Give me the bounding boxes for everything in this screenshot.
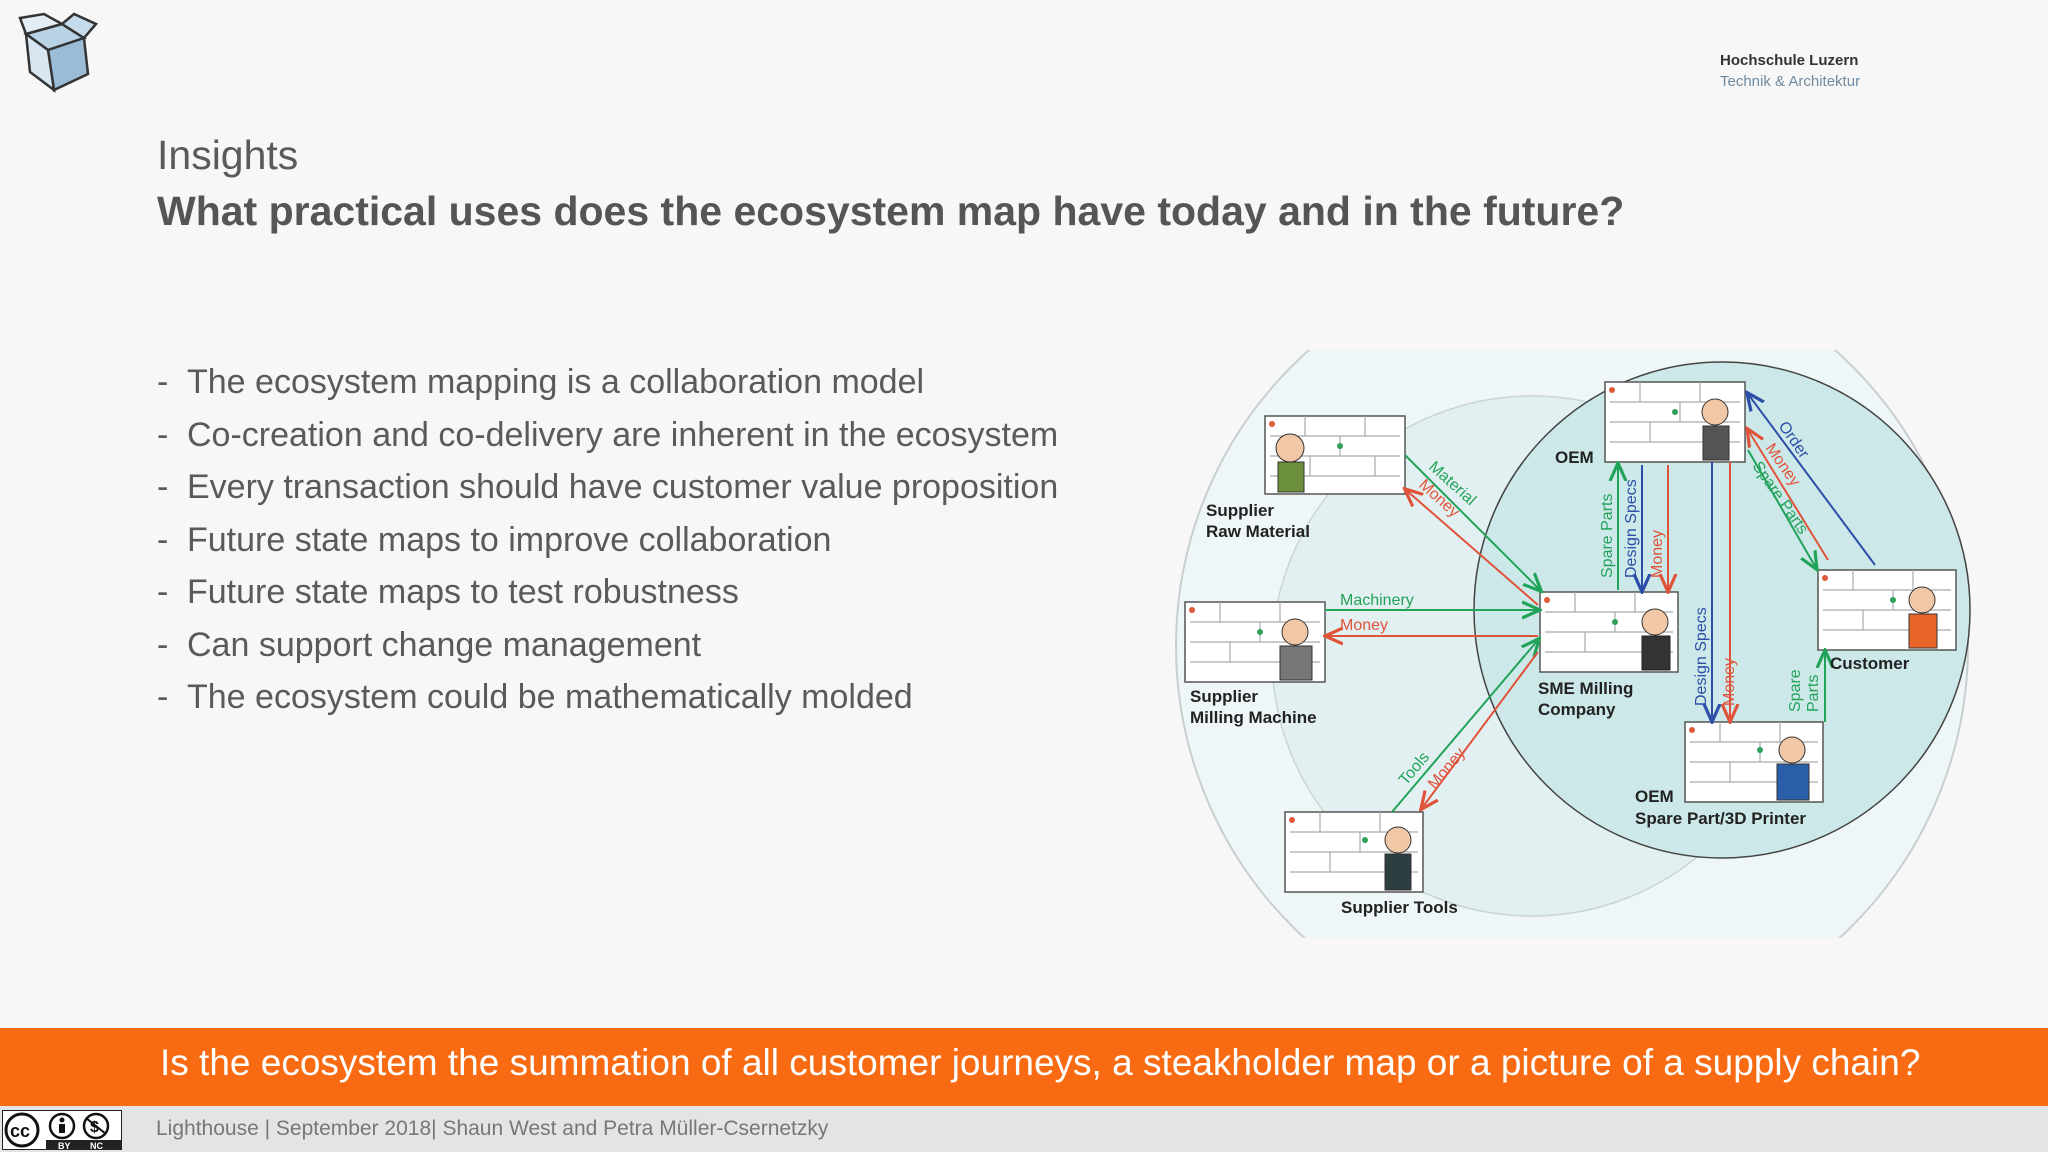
flow-arrow-money-raw xyxy=(1406,490,1539,606)
node-label-oem-spare-2: Spare Part/3D Printer xyxy=(1635,809,1806,828)
flow-label-money-spare: Money xyxy=(1721,658,1738,706)
bullet-marker: - xyxy=(157,468,169,506)
node-label-supplier-mill-2: Milling Machine xyxy=(1190,708,1317,727)
bullet-marker: - xyxy=(157,363,169,401)
bullet-marker: - xyxy=(157,520,169,559)
box-logo-icon xyxy=(18,12,98,93)
node-label-customer: Customer xyxy=(1830,654,1910,673)
slide-kicker: Insights xyxy=(157,132,299,178)
creative-commons-license-icon: cc $ BY NC xyxy=(2,1110,122,1150)
by-icon xyxy=(48,1112,76,1140)
bullet-item: -Every transaction should have customer … xyxy=(157,461,1058,514)
bullet-marker: - xyxy=(157,415,169,454)
footer-credit: Lighthouse | September 2018| Shaun West … xyxy=(156,1117,829,1140)
flow-arrow-material xyxy=(1404,454,1540,590)
node-supplier-milling-machine xyxy=(1184,601,1326,683)
node-label-oem: OEM xyxy=(1555,448,1594,467)
bullet-marker: - xyxy=(157,678,169,716)
bullet-marker: - xyxy=(157,573,169,611)
flow-label-parts: Parts xyxy=(1805,675,1822,712)
bullet-text: The ecosystem mapping is a collaboration… xyxy=(187,363,925,401)
bullet-text: Every transaction should have customer v… xyxy=(187,468,1059,506)
node-label-supplier-raw-1: Supplier xyxy=(1206,501,1274,520)
flow-label-money-mill: Money xyxy=(1340,617,1388,634)
bullet-marker: - xyxy=(157,625,169,664)
node-oem xyxy=(1604,381,1746,463)
bullet-text: Future state maps to test robustness xyxy=(187,573,739,611)
flow-arrow-money-customer xyxy=(1748,430,1829,561)
flow-arrow-order xyxy=(1748,394,1876,566)
bullet-text: The ecosystem could be mathematically mo… xyxy=(187,678,913,716)
nc-icon: $ xyxy=(82,1112,110,1140)
flow-label-machinery: Machinery xyxy=(1340,592,1414,609)
node-sme-milling-company xyxy=(1539,591,1679,673)
bullet-item: -The ecosystem mapping is a collaboratio… xyxy=(157,356,1058,409)
flow-label-design-specs-oem: Design Specs xyxy=(1623,479,1640,578)
flow-label-spare: Spare xyxy=(1787,669,1804,712)
institution-name: Hochschule Luzern xyxy=(1720,52,1859,69)
node-label-sme-2: Company xyxy=(1538,700,1616,719)
institution-header: Hochschule Luzern Technik & Architektur xyxy=(1720,50,1860,92)
bullet-text: Can support change management xyxy=(187,625,702,664)
slide-title: What practical uses does the ecosystem m… xyxy=(157,188,1625,234)
svg-text:$: $ xyxy=(90,1119,99,1136)
node-label-supplier-mill-1: Supplier xyxy=(1190,687,1258,706)
footer: cc $ BY NC Lighthouse | September 2018| … xyxy=(0,1106,2048,1152)
node-label-oem-spare-1: OEM xyxy=(1635,787,1674,806)
bullet-text: Co-creation and co-delivery are inherent… xyxy=(187,415,1059,454)
node-label-supplier-raw-2: Raw Material xyxy=(1206,522,1310,541)
license-label-by: BY xyxy=(58,1141,71,1150)
institution-department: Technik & Architektur xyxy=(1720,73,1861,90)
bullet-item: -Future state maps to improve collaborat… xyxy=(157,514,1058,567)
node-supplier-tools xyxy=(1284,811,1424,893)
license-label-nc: NC xyxy=(90,1141,103,1150)
bullet-item: -Co-creation and co-delivery are inheren… xyxy=(157,409,1058,462)
flow-label-design-specs-spare: Design Specs xyxy=(1693,607,1710,706)
flow-arrow-spare-parts-customer xyxy=(1747,449,1816,568)
node-label-supplier-tools: Supplier Tools xyxy=(1341,898,1458,917)
node-supplier-raw-material xyxy=(1264,415,1406,495)
bullet-item: -Can support change management xyxy=(157,619,1058,672)
flow-arrow-tools xyxy=(1391,640,1538,813)
banner-text: Is the ecosystem the summation of all cu… xyxy=(160,1042,1921,1083)
question-banner: Is the ecosystem the summation of all cu… xyxy=(0,1028,2048,1106)
ecosystem-map-diagram: Material Money Machinery Money Tools Mon… xyxy=(1175,350,1971,938)
flow-label-money-oem: Money xyxy=(1649,530,1666,578)
cc-icon: cc xyxy=(4,1112,40,1148)
bullet-text: Future state maps to improve collaborati… xyxy=(187,520,832,559)
bullet-list: -The ecosystem mapping is a collaboratio… xyxy=(157,356,1058,724)
bullet-item: -Future state maps to test robustness xyxy=(157,566,1058,619)
node-customer xyxy=(1817,569,1957,651)
bullet-item: -The ecosystem could be mathematically m… xyxy=(157,671,1058,724)
node-oem-spare-part-3d-printer xyxy=(1684,721,1824,803)
flow-label-spare-parts-oem: Spare Parts xyxy=(1599,494,1616,578)
svg-text:cc: cc xyxy=(10,1121,30,1141)
flow-arrow-money-tools xyxy=(1422,651,1539,808)
node-label-sme-1: SME Milling xyxy=(1538,679,1633,698)
